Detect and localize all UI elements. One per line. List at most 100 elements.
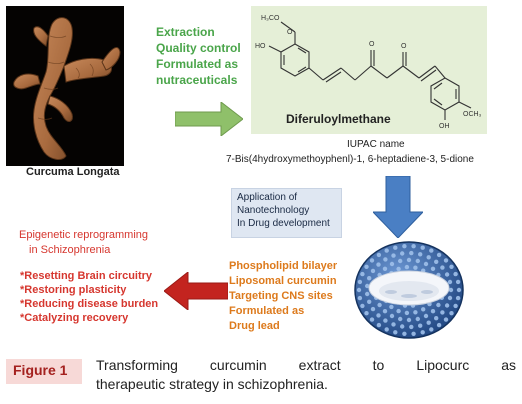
liposome-head-dot [415,258,420,264]
process-step: Quality control [156,41,241,55]
liposome-head-dot [434,316,439,321]
liposome-head-dot [369,317,375,322]
liposome-head-dot [364,264,369,269]
iupac-heading: IUPAC name [347,139,405,150]
epigenetic-line: Epigenetic reprogramming [19,229,149,241]
process-step: Extraction [156,25,215,39]
liposome-head-dot [365,291,370,297]
liposome-head-dot [370,306,376,312]
liposome-head-dot [444,303,450,308]
left-arrow-icon [164,272,228,310]
liposome-head-dot [389,261,395,267]
liposome-head-dot [453,303,458,309]
liposomal-step: Formulated as [229,305,305,317]
liposome-head-dot [447,295,453,301]
liposome-head-dot [436,302,441,308]
liposome-image [354,241,464,339]
atom-label: HO [255,43,266,50]
caption-line: Transforming curcumin extract to Lipocur… [96,357,516,373]
liposome-head-dot [382,266,388,271]
liposomal-step: Drug lead [229,320,280,332]
liposome-head-dot [423,313,429,319]
liposome-head-dot [443,317,449,322]
liposome-head-dot [376,313,381,318]
liposome-head-dot [402,331,407,336]
liposome-head-dot [429,327,434,332]
liposome-head-dot [391,253,396,258]
liposome-head-dot [376,252,382,258]
process-step: Formulated as [156,57,239,71]
liposome-head-dot [389,313,395,319]
liposome-head-dot [360,271,365,277]
liposome-head-dot [436,252,442,258]
liposome-head-dot [455,279,461,285]
atom-label: OCH₃ [463,111,482,118]
outcomes-list: *Resetting Brain circuitry *Restoring pl… [20,269,158,325]
right-arrow-icon [175,102,243,136]
liposome-head-dot [398,258,403,264]
liposome-head-dot [370,268,376,274]
liposome-head-dot [365,283,370,289]
liposome-head-dot [447,279,453,285]
liposome-head-dot [357,295,363,301]
liposome-head-dot [404,310,410,316]
liposome-head-dot [367,299,372,304]
liposome-head-dot [411,244,416,249]
liposomal-step: Targeting CNS sites [229,290,333,302]
liposome-head-dot [377,302,382,308]
outcome-item: *Resetting Brain circuitry [20,270,153,282]
epigenetic-heading: Epigenetic reprogramming in Schizophreni… [19,228,148,258]
liposome-head-dot [398,316,403,322]
process-steps: Extraction Quality control Formulated as… [156,24,241,88]
liposome-head-dot [440,310,445,315]
liposome-head-dot [364,311,369,316]
liposome-head-dot [449,311,454,316]
outcome-item: *Reducing disease burden [20,298,159,310]
liposome-head-dot [360,303,365,309]
liposome-head-dot [421,307,426,312]
liposome-head-dot [393,245,398,250]
liposome-head-dot [356,287,362,293]
outcome-item: *Catalyzing recovery [20,312,129,324]
nanotech-line: In Drug development [237,218,330,229]
outcome-item: *Restoring plasticity [20,284,127,296]
liposome-head-dot [393,330,398,335]
atom-label: OH [439,123,450,130]
liposome-head-dot [418,323,423,328]
liposome-head-dot [429,248,434,253]
atom-label: O [401,43,407,50]
liposome-head-dot [453,271,458,277]
liposome-head-dot [426,320,431,325]
nanotech-line: Nanotechnology [237,205,310,216]
liposome-head-dot [406,317,412,323]
liposome-head-dot [367,276,372,281]
liposomal-steps: Phospholipid bilayer Liposomal curcumin … [229,259,337,334]
figure-caption: Transforming curcumin extract to Lipocur… [96,356,516,394]
liposomal-step: Liposomal curcumin [229,275,337,287]
compound-name: Diferuloylmethane [286,112,391,126]
liposome-head-dot [455,295,461,301]
liposome-head-dot [383,257,388,262]
liposome-head-dot [400,251,405,256]
liposome-head-dot [423,261,429,267]
source-label: Curcuma Longata [26,166,120,178]
iupac-name: 7-Bis(4hydroxymethoyphenl)-1, 6-heptadie… [226,154,474,165]
liposome-head-dot [406,257,412,263]
liposome-head-dot [420,245,425,250]
liposome-head-dot [384,248,389,253]
liposome-head-dot [383,318,388,323]
liposome-head-dot [391,322,396,327]
liposome-head-dot [389,304,394,310]
liposome-head-dot [436,322,442,328]
liposome-head-dot [400,324,405,329]
liposome-head-dot [382,309,388,314]
atom-label: O [287,29,293,36]
liposome-head-dot [357,279,363,285]
nanotechnology-box [231,188,342,238]
liposome-head-dot [430,309,436,314]
figure-label: Figure 1 [13,362,68,378]
liposome-head-dot [369,258,375,263]
liposome-head-dot [411,331,416,336]
chemical-structure-diagram: H₃CO HO O O O OH OCH₃ [251,6,487,134]
atom-label: O [369,41,375,48]
